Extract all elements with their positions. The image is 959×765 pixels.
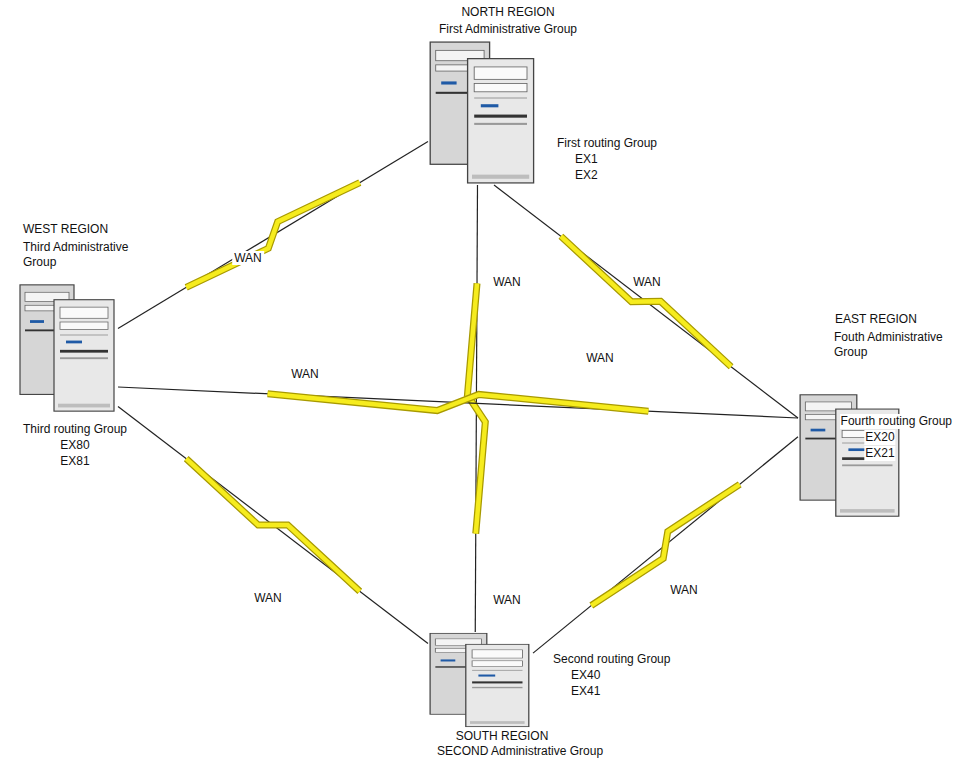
- lightning-bolt: [268, 394, 649, 411]
- server-name: EX21: [864, 446, 895, 461]
- routing-group: Second routing Group: [552, 652, 671, 667]
- wan-link: [533, 437, 798, 653]
- link-line: [494, 185, 798, 418]
- server-icon: [428, 632, 533, 728]
- lightning-edge: [186, 183, 360, 288]
- admin-group: First Administrative Group: [438, 22, 578, 37]
- server-icon: [428, 40, 538, 185]
- link-label: WAN: [584, 351, 616, 365]
- wan-link: [494, 185, 798, 418]
- routing-group: Third routing Group: [22, 422, 128, 437]
- server-group: NORTH REGIONFirst Administrative GroupFi…: [428, 40, 538, 185]
- lightning-bolt: [591, 484, 739, 605]
- server-name: EX1: [574, 152, 599, 167]
- lightning-bolt: [561, 236, 731, 366]
- region-heading: WEST REGION: [22, 222, 109, 237]
- link-label: WAN: [668, 583, 700, 597]
- link-line: [118, 387, 798, 418]
- server-name: EX81: [59, 454, 90, 469]
- link-label: WAN: [252, 591, 284, 605]
- wan-link: [467, 185, 485, 632]
- link-label: WAN: [491, 275, 523, 289]
- wan-link: [118, 387, 798, 418]
- link-label: WAN: [232, 251, 264, 265]
- link-line: [118, 142, 428, 329]
- lightning-edge: [591, 484, 739, 605]
- server-group: EAST REGIONFouth Administrative GroupFou…: [798, 393, 903, 518]
- server-group: WEST REGIONThird Administrative GroupThi…: [18, 283, 118, 413]
- admin-group: Third Administrative Group: [22, 240, 152, 270]
- region-heading: NORTH REGION: [460, 5, 555, 20]
- server-name: EX20: [864, 430, 895, 445]
- lightning-edge: [467, 283, 485, 533]
- lightning-bolt: [467, 283, 485, 533]
- link-label: WAN: [631, 275, 663, 289]
- admin-group: Fouth Administrative Group: [833, 330, 955, 360]
- region-heading: SOUTH REGION: [455, 729, 550, 744]
- server-icon: [18, 283, 118, 413]
- lightning-edge: [561, 236, 731, 366]
- server-group: SOUTH REGIONSECOND Administrative GroupS…: [428, 632, 533, 728]
- link-label: WAN: [289, 367, 321, 381]
- link-line: [533, 437, 798, 653]
- server-name: EX2: [574, 168, 599, 183]
- wan-link: [118, 142, 428, 329]
- wan-link: [118, 407, 428, 644]
- link-line: [118, 407, 428, 644]
- link-label: WAN: [491, 593, 523, 607]
- lightning-edge: [268, 394, 649, 411]
- region-heading: EAST REGION: [834, 312, 918, 327]
- routing-group: First routing Group: [556, 136, 658, 151]
- lightning-bolt: [186, 183, 360, 288]
- server-name: EX41: [570, 684, 601, 699]
- server-name: EX40: [570, 668, 601, 683]
- admin-group: SECOND Administrative Group: [436, 744, 604, 759]
- lightning-edge: [186, 459, 360, 592]
- lightning-bolt: [186, 459, 360, 592]
- routing-group: Fourth routing Group: [840, 414, 953, 429]
- server-name: EX80: [59, 438, 90, 453]
